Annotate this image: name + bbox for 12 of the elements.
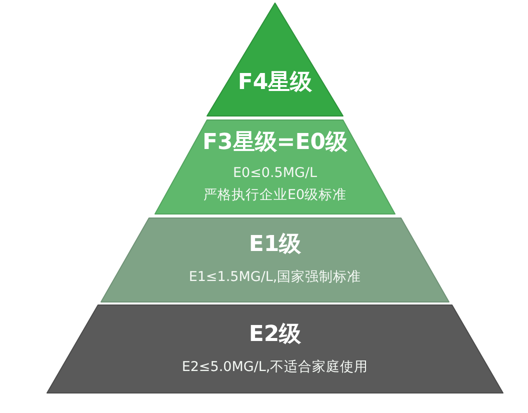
pyramid-apex-triangle (207, 3, 343, 116)
pyramid-tier-trapezoid (47, 305, 503, 393)
tier-description: E0≤0.5MG/L (232, 164, 318, 183)
tier-title: E1级 (248, 231, 302, 259)
tier-description: 严格执行企业E0级标准 (203, 186, 347, 205)
tier-description: E2≤5.0MG/L,不适合家庭使用 (182, 358, 368, 377)
tier-title: E2级 (248, 321, 302, 349)
pyramid-tier-trapezoid (155, 120, 395, 214)
tier-description: E1≤1.5MG/L,国家强制标准 (188, 268, 362, 287)
tier-title: F4星级 (238, 69, 312, 97)
tier-title: F3星级=E0级 (202, 129, 348, 157)
pyramid-tier-trapezoid (101, 218, 449, 302)
